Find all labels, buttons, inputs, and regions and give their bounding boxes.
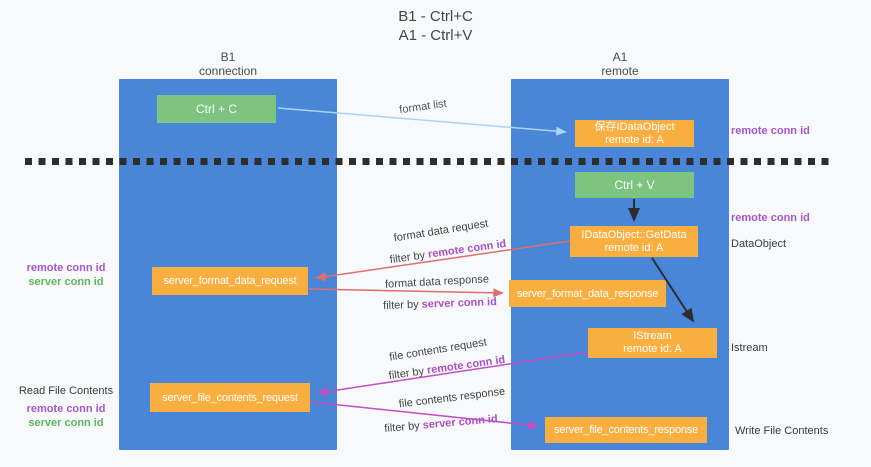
node-idataobject-getdata: IDataObject::GetData remote id: A	[570, 226, 698, 257]
diagram-title-line2: A1 - Ctrl+V	[398, 27, 473, 44]
server-conn-id-text: server conn id	[422, 413, 499, 432]
edge-label-filter-server-1: filter by server conn id	[383, 296, 497, 312]
node-istream-remote-id: remote id: A	[623, 343, 682, 355]
diagram-title: B1 - Ctrl+C A1 - Ctrl+V	[0, 7, 871, 45]
left-remote-conn-id-bottom: remote conn id	[26, 403, 106, 415]
edge-label-format-data-response: format data response	[384, 273, 490, 291]
lane-b1-subtitle: connection	[198, 64, 258, 78]
edge-label-format-list: format list	[398, 97, 448, 117]
edge-label-filter-server-2: filter by server conn id	[384, 413, 498, 435]
filter-by-text: filter by	[382, 298, 422, 312]
left-read-file-contents-group: Read File Contents remote conn id server…	[16, 384, 116, 430]
right-write-file-contents-label: Write File Contents	[735, 425, 829, 437]
node-getdata-remote-id: remote id: A	[604, 241, 664, 254]
filter-by-text: filter by	[388, 364, 428, 383]
node-save-idataobject-title: 保存IDataObject	[594, 120, 675, 133]
filter-by-text: filter by	[383, 419, 424, 435]
node-save-idataobject: 保存IDataObject remote id: A	[575, 120, 694, 147]
lane-a1-name: A1	[612, 50, 628, 64]
node-istream: IStream remote id: A	[588, 328, 717, 358]
left-remote-conn-id: remote conn id	[26, 262, 106, 274]
lane-header-a1: A1 remote	[511, 50, 729, 78]
remote-conn-id-text: remote conn id	[426, 353, 506, 377]
read-file-contents-label: Read File Contents	[18, 385, 114, 397]
diagram-title-line1: B1 - Ctrl+C	[398, 8, 473, 25]
node-server-file-contents-response: server_file_contents_response	[545, 417, 707, 443]
edge-label-format-data-request: format data request	[392, 217, 490, 245]
right-remote-conn-id-mid: remote conn id	[731, 212, 810, 224]
node-server-format-data-response: server_format_data_response	[509, 280, 666, 307]
left-server-conn-id: server conn id	[28, 276, 104, 288]
node-ctrl-v: Ctrl + V	[575, 172, 694, 198]
remote-conn-id-text: remote conn id	[427, 237, 507, 261]
lane-b1-name: B1	[220, 50, 236, 64]
lane-header-b1: B1 connection	[119, 50, 337, 78]
node-server-file-contents-request: server_file_contents_request	[150, 383, 310, 412]
node-ctrl-c: Ctrl + C	[157, 95, 276, 123]
dashed-divider	[25, 158, 833, 165]
node-server-format-data-request: server_format_data_request	[152, 267, 308, 295]
server-conn-id-text: server conn id	[421, 296, 498, 311]
node-save-idataobject-remote-id: remote id: A	[605, 133, 664, 146]
filter-by-text: filter by	[389, 248, 429, 267]
left-server-conn-id-bottom: server conn id	[28, 417, 104, 429]
node-getdata-title: IDataObject::GetData	[581, 228, 687, 241]
lane-a1-subtitle: remote	[601, 64, 639, 78]
right-istream-label: Istream	[731, 342, 768, 354]
left-conn-ids-top: remote conn id server conn id	[16, 261, 116, 289]
right-dataobject-label: DataObject	[731, 238, 787, 250]
right-remote-conn-id-top: remote conn id	[731, 125, 810, 137]
edge-label-file-contents-response: file contents response	[398, 385, 506, 411]
node-istream-title: IStream	[633, 330, 672, 342]
